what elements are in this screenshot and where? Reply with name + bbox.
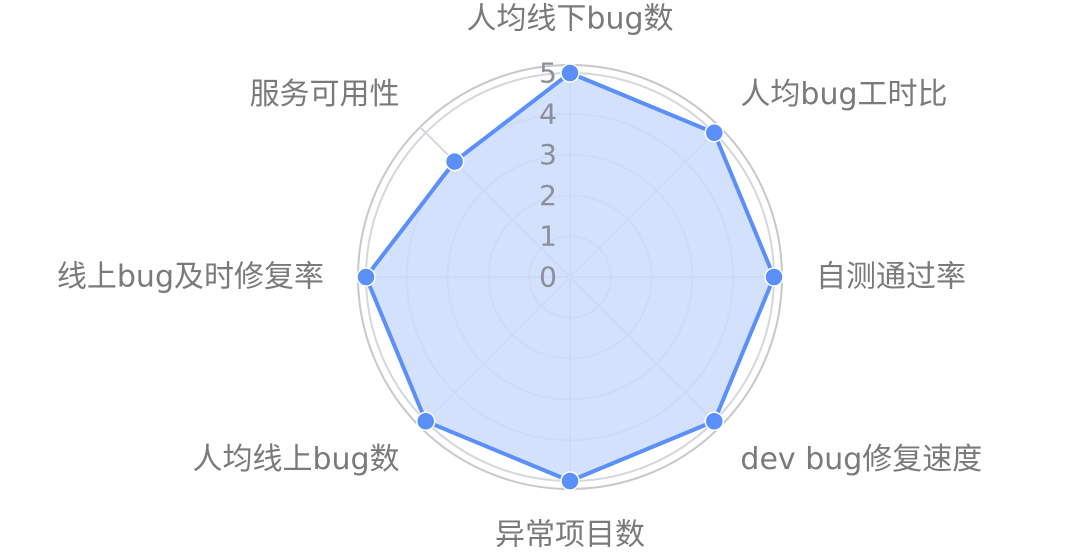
axis-label-4: 异常项目数 <box>495 518 645 553</box>
data-point-2 <box>764 267 784 287</box>
data-point-4 <box>560 471 580 491</box>
data-point-1 <box>704 123 724 143</box>
data-point-5 <box>416 411 436 431</box>
tick-label-4: 4 <box>539 97 557 130</box>
axis-label-6: 线上bug及时修复率 <box>57 260 324 295</box>
tick-label-3: 3 <box>539 138 557 171</box>
axis-label-5: 人均线上bug数 <box>192 442 399 477</box>
radar-series <box>356 63 784 491</box>
axis-label-2: 自测通过率 <box>816 260 966 295</box>
axis-label-1: 人均bug工时比 <box>740 77 947 112</box>
data-point-7 <box>444 151 465 172</box>
data-point-6 <box>356 267 376 287</box>
data-point-0 <box>560 63 580 83</box>
tick-label-1: 1 <box>539 220 557 253</box>
tick-label-5: 5 <box>539 57 557 90</box>
radial-ticks: 0 1 2 3 4 5 <box>539 57 557 294</box>
axis-label-3: dev bug修复速度 <box>740 442 982 477</box>
tick-label-0: 0 <box>539 261 557 294</box>
tick-label-2: 2 <box>539 179 557 212</box>
data-point-3 <box>704 411 724 431</box>
axis-label-7: 服务可用性 <box>250 77 400 112</box>
axis-label-0: 人均线下bug数 <box>466 2 673 37</box>
